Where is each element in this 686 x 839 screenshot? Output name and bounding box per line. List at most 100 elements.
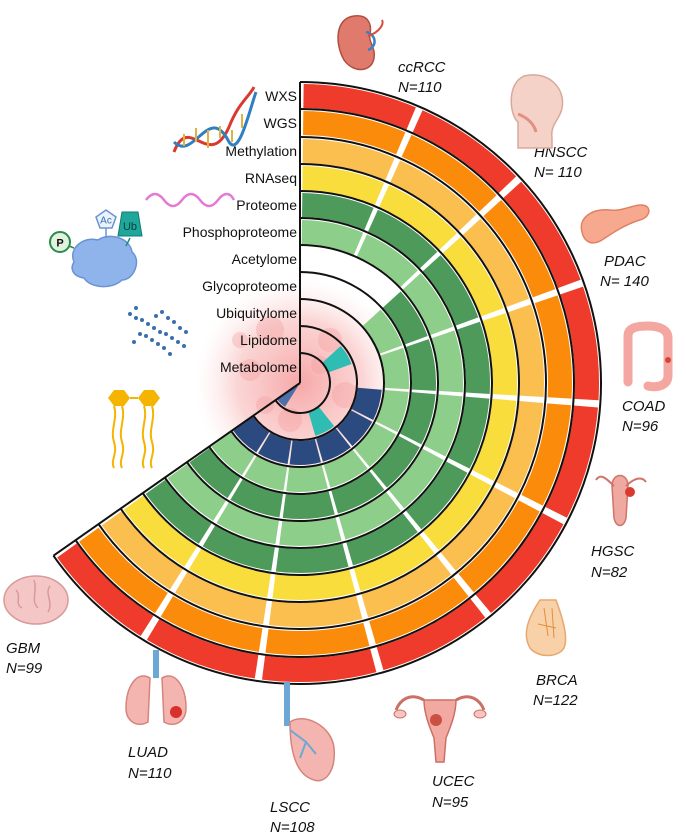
band-proteome-ucec [346,513,418,566]
brain-icon [3,575,69,625]
band-acetylome-ucec [331,470,385,514]
ring-rim-proteome [141,190,493,576]
band-glycoproteome-hgsc [375,389,409,433]
band-glycoproteome-coad [380,347,409,390]
cancer-name-brca: BRCA [536,672,578,689]
ring-rim-methylation [97,136,547,630]
acetyl-icon [95,209,117,229]
band-acetylome-lscc [282,491,335,520]
band-rnaseq-luad [188,548,271,598]
band-methylation-lscc [269,595,363,627]
pancreas-icon [580,204,650,244]
omic-label-metabolome: Metabolome [220,359,297,375]
band-methylation-hnscc [390,160,477,232]
band-ubiquitylome-hgsc [351,387,382,420]
band-ubiquitylome-lscc [289,439,321,466]
phospho-icon [49,231,71,253]
omic-label-acetylome: Acetylome [232,251,298,267]
cancer-n-ucec: N=95 [432,794,469,811]
cancer-name-ucec: UCEC [432,773,475,790]
ovary-uterus-icon [595,474,647,527]
band-acetylome-coad [406,339,436,391]
band-phosphoproteome-brca [388,448,444,509]
ring-rim-phosphoproteome [164,217,466,549]
band-acetylome-hgsc [399,392,436,445]
band-glycoproteome-pdac [362,309,403,354]
band-proteome-pdac [422,255,479,326]
omic-label-methylation: Methylation [225,143,297,159]
cancer-name-lscc: LSCC [270,799,310,816]
band-wxs-luad [146,619,259,679]
breast-icon [525,599,567,657]
cancer-n-hnscc: N= 110 [534,164,582,181]
omic-label-glycoproteome: Glycoproteome [202,278,297,294]
ring-separators [52,81,603,685]
glycan-chain-icon [128,306,188,356]
band-phosphoproteome-hgsc [424,394,463,457]
band-rnaseq-pdac [442,236,504,317]
acetyl-label: Ac [100,216,112,227]
band-proteome-ccrcc [302,193,374,230]
band-phosphoproteome-gbm [167,464,226,521]
band-metabolome-gbm [277,385,298,407]
band-wgs-pdac [483,199,556,298]
band-proteome-lscc [275,543,349,574]
ubiquitin-label: Ub [123,221,137,233]
omic-label-ubiquitylome: Ubiquitylome [216,305,297,321]
band-wgs-hnscc [401,134,497,212]
band-methylation-luad [175,571,267,625]
cancer-n-pdac: N= 140 [600,273,649,290]
band-wxs-hnscc [412,110,517,194]
band-phosphoproteome-lscc [279,517,342,547]
band-wxs-ucec [376,598,486,671]
lipid-bilayer-icon [108,390,160,469]
omic-label-wxs: WXS [265,88,297,104]
omic-label-lipidome: Lipidome [240,332,297,348]
dna-helix-icon [172,86,258,153]
band-wgs-gbm [79,527,168,614]
band-wxs-lscc [262,648,377,683]
phospho-label: P [56,238,63,250]
ring-rim-rnaseq [119,163,521,603]
band-proteome-hnscc [368,209,438,269]
uterus-icon [393,695,487,763]
ring-rim-wgs [74,108,575,658]
cancer-n-coad: N=96 [622,418,659,435]
omic-label-wgs: WGS [264,115,297,131]
band-ubiquitylome-brca [337,410,373,447]
band-proteome-luad [202,525,275,571]
band-ubiquitylome-luad [258,432,292,465]
head-neck-icon [510,74,564,149]
band-acetylome-gbm [189,448,241,499]
cancer-name-luad: LUAD [128,744,168,761]
band-wgs-ccrcc [303,111,406,155]
band-proteome-gbm [145,479,212,544]
sample-ring-bands [57,84,599,683]
cancer-name-gbm: GBM [6,640,41,657]
omic-label-rnaseq: RNAseq [245,170,297,186]
band-phosphoproteome-pdac [402,273,453,335]
band-rnaseq-hgsc [472,398,517,481]
omic-labels: WXSWGSMethylationRNAseqProteomePhosphopr… [183,88,298,375]
band-acetylome-brca [371,435,420,488]
band-wxs-ccrcc [303,84,416,130]
band-wgs-coad [534,295,573,399]
cancer-name-hgsc: HGSC [591,543,635,560]
cancer-n-lscc: N=108 [270,819,315,836]
band-methylation-ccrcc [302,139,395,181]
band-phosphoproteome-luad [216,502,279,545]
band-phosphoproteome-ccrcc [301,220,364,255]
band-proteome-hgsc [448,396,490,469]
band-rnaseq-brca [423,474,492,550]
band-wxs-hgsc [545,405,598,518]
band-rnaseq-coad [482,313,517,396]
cancer-labels: ccRCC N=110 HNSCC N= 110 PDAC N= 140 COA… [6,59,666,836]
modified-protein-icon: P Ac Ub [49,209,143,288]
cancer-name-ccrcc: ccRCC [398,59,446,76]
cancer-n-brca: N=122 [533,692,578,709]
cancer-n-luad: N=110 [128,765,172,782]
band-proteome-coad [457,321,490,394]
band-wxs-pdac [503,181,581,289]
kidney-icon [337,15,384,71]
